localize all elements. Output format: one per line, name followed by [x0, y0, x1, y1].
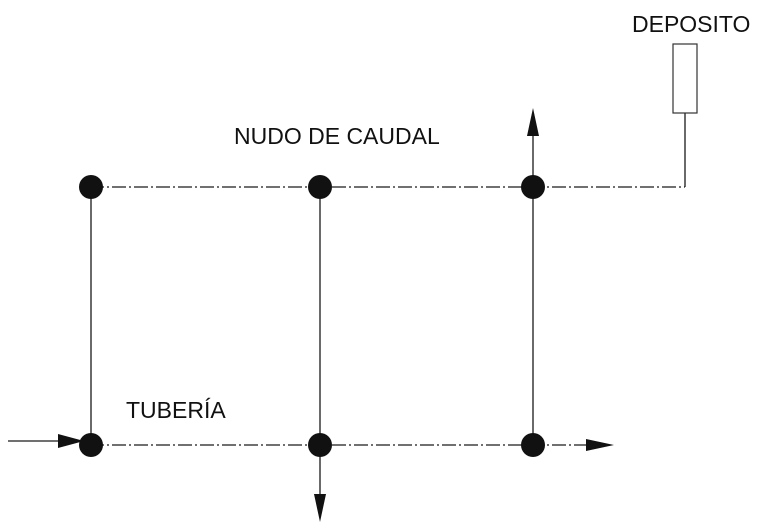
tank-icon — [672, 43, 698, 114]
inlet-arrow-icon — [58, 434, 84, 448]
node-top-left — [79, 175, 103, 199]
tuberia-label: TUBERÍA — [126, 397, 226, 423]
node-bottom-right — [521, 433, 545, 457]
deposito-label: DEPOSITO — [632, 11, 750, 37]
node-top-right — [521, 175, 545, 199]
down-arrow-icon — [314, 494, 326, 522]
node-bottom-left — [79, 433, 103, 457]
nudo-de-caudal-label: NUDO DE CAUDAL — [234, 123, 440, 149]
outlet-arrow-icon — [586, 439, 614, 451]
up-arrow-icon — [527, 108, 539, 136]
node-top-middle — [308, 175, 332, 199]
node-bottom-middle — [308, 433, 332, 457]
